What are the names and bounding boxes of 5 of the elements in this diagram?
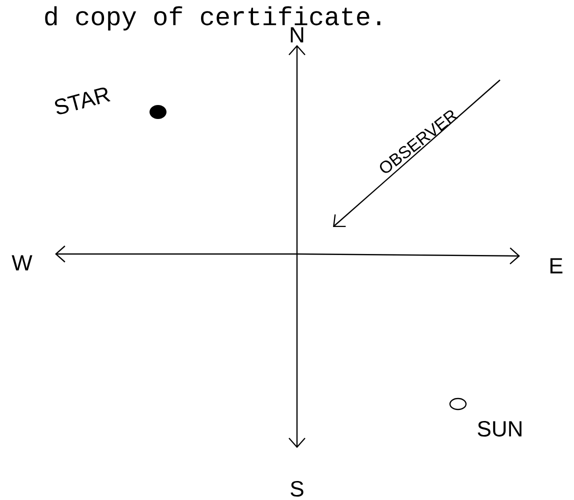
compass-letter: E <box>550 258 562 274</box>
star-label: STAR <box>54 88 111 114</box>
compass-letter: W <box>12 255 32 270</box>
sun-label: SUN <box>478 421 522 437</box>
compass-letter: S <box>290 481 304 497</box>
